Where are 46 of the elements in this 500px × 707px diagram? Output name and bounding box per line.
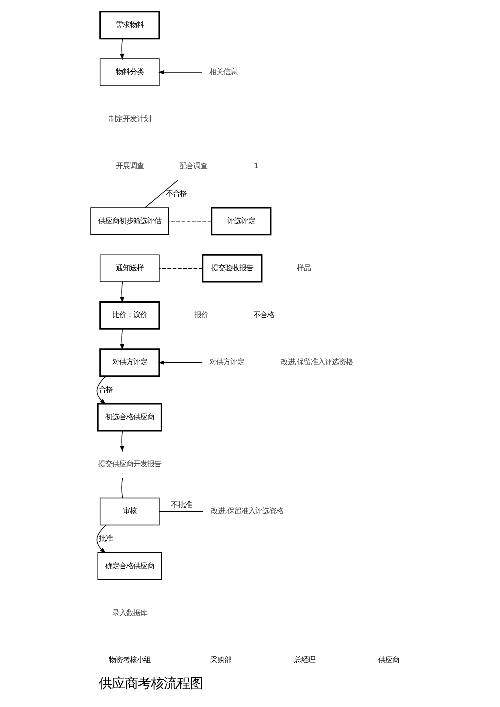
connector <box>144 180 178 208</box>
arrow <box>96 376 107 405</box>
edge-label: 批准 <box>98 534 113 543</box>
node-text: 开展调查 <box>116 162 144 171</box>
node-text: 样品 <box>297 263 312 272</box>
connector <box>159 268 204 269</box>
diagram-title: 供应商考核流程图 <box>99 676 204 692</box>
edge-label: 不合格 <box>166 188 187 198</box>
node-box: 审核 <box>100 498 160 526</box>
node-text: 对供方评定 <box>210 358 245 367</box>
label: 采购部 <box>210 656 232 665</box>
label: 1 <box>254 162 259 171</box>
node-text: 录入数据库 <box>112 608 148 618</box>
connector <box>168 221 212 222</box>
node-box: 供应商初步筛选评估 <box>90 208 170 236</box>
node-box: 需求物料 <box>100 11 160 40</box>
node-box: 评选评定 <box>211 207 272 236</box>
arrow <box>120 38 124 60</box>
node-text: 配合调查 <box>180 162 208 171</box>
node-box: 初选合格供应商 <box>97 403 162 432</box>
node-text: 提交供应商开发报告 <box>98 459 162 468</box>
label: 供应商 <box>378 656 400 665</box>
arrow <box>120 329 124 350</box>
label: 不合格 <box>253 310 274 320</box>
label: 总经理 <box>294 656 316 665</box>
node-text: 改进,保留准入评选资格 <box>280 358 354 367</box>
node-text: 报价 <box>194 310 209 320</box>
node-text: 相关信息 <box>209 67 238 76</box>
arrow <box>96 524 107 554</box>
edge-label: 合格 <box>98 385 113 394</box>
node-text: 改进,保留准入评选资格 <box>211 506 284 516</box>
connector <box>159 511 204 512</box>
node-text: 制定开发计划 <box>108 114 151 124</box>
arrow <box>158 360 203 365</box>
node-box: 确定合格供应商 <box>98 552 162 580</box>
label: 物资考核小组 <box>108 656 151 665</box>
node-box: 通知送样 <box>100 254 160 282</box>
node-box: 物料分类 <box>100 58 160 86</box>
arrow <box>120 282 124 304</box>
connector <box>122 478 124 499</box>
arrow <box>158 70 203 75</box>
node-box: 对供方评定 <box>100 348 160 378</box>
node-box: 提交验收报告 <box>202 254 263 283</box>
node-box: 比价；议价 <box>100 302 160 330</box>
edge-label: 不批准 <box>171 500 192 510</box>
arrow <box>120 430 124 452</box>
